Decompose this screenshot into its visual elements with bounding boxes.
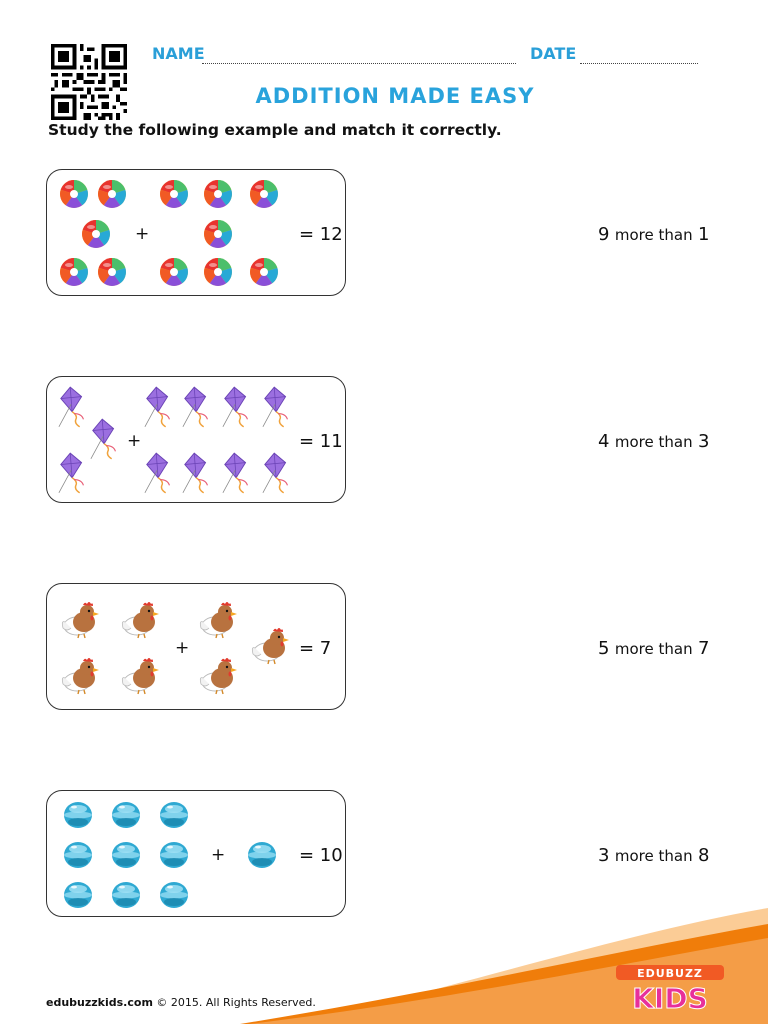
kite-icon bbox=[144, 452, 171, 494]
answer-number-a: 4 bbox=[598, 431, 610, 452]
answer-number-a: 3 bbox=[598, 845, 610, 866]
beach-ball-icon bbox=[250, 258, 278, 286]
beach-ball-icon bbox=[160, 258, 188, 286]
logo-top-text: EDUBUZZ bbox=[637, 967, 703, 980]
blue-gem-icon bbox=[64, 802, 92, 828]
problem-box-4: + = 10 bbox=[46, 790, 346, 917]
problem-box-1: + = 12 bbox=[46, 169, 346, 296]
kite-icon bbox=[182, 452, 209, 494]
hen-icon bbox=[199, 657, 238, 695]
beach-ball-icon bbox=[60, 180, 88, 208]
name-field[interactable] bbox=[202, 63, 516, 64]
blue-gem-icon bbox=[64, 842, 92, 868]
answer-number-a: 5 bbox=[598, 638, 610, 659]
kite-icon bbox=[58, 386, 85, 428]
hen-icon bbox=[61, 601, 100, 639]
plus-sign: + bbox=[175, 638, 190, 658]
answer-number-b: 3 bbox=[697, 431, 710, 452]
kite-icon bbox=[90, 418, 117, 460]
logo-bottom-text: KIDS bbox=[632, 982, 708, 1011]
sum-label: = 11 bbox=[299, 431, 343, 452]
hen-icon bbox=[251, 627, 290, 665]
kite-icon bbox=[144, 386, 171, 428]
name-label: NAME bbox=[152, 44, 205, 63]
beach-ball-icon bbox=[204, 258, 232, 286]
blue-gem-icon bbox=[160, 842, 188, 868]
footer-copyright: © 2015. All Rights Reserved. bbox=[156, 996, 316, 1009]
answer-number-a: 9 bbox=[598, 224, 610, 245]
blue-gem-icon bbox=[112, 802, 140, 828]
beach-ball-icon bbox=[204, 220, 232, 248]
qr-code bbox=[51, 44, 127, 120]
kite-icon bbox=[222, 452, 249, 494]
kite-icon bbox=[262, 452, 289, 494]
hen-icon bbox=[121, 657, 160, 695]
problem-box-3: + = 7 bbox=[46, 583, 346, 710]
answer-number-b: 7 bbox=[697, 638, 710, 659]
hen-icon bbox=[121, 601, 160, 639]
answer-text: more than bbox=[614, 847, 693, 865]
answer-option-2[interactable]: 4 more than 3 bbox=[598, 431, 709, 452]
plus-sign: + bbox=[127, 431, 142, 451]
problem-box-2: + = 11 bbox=[46, 376, 346, 503]
beach-ball-icon bbox=[160, 180, 188, 208]
beach-ball-icon bbox=[98, 258, 126, 286]
answer-option-4[interactable]: 3 more than 8 bbox=[598, 845, 709, 866]
date-label: DATE bbox=[530, 44, 577, 63]
kite-icon bbox=[222, 386, 249, 428]
beach-ball-icon bbox=[250, 180, 278, 208]
answer-number-b: 8 bbox=[697, 845, 710, 866]
answer-option-3[interactable]: 5 more than 7 bbox=[598, 638, 709, 659]
footer: edubuzzkids.com © 2015. All Rights Reser… bbox=[46, 996, 316, 1009]
blue-gem-icon bbox=[248, 842, 276, 868]
beach-ball-icon bbox=[82, 220, 110, 248]
blue-gem-icon bbox=[160, 802, 188, 828]
footer-wave bbox=[240, 908, 768, 1024]
answer-number-b: 1 bbox=[697, 224, 710, 245]
worksheet-title: ADDITION MADE EASY bbox=[255, 84, 535, 108]
kite-icon bbox=[262, 386, 289, 428]
beach-ball-icon bbox=[98, 180, 126, 208]
kite-icon bbox=[58, 452, 85, 494]
footer-site: edubuzzkids.com bbox=[46, 996, 153, 1009]
plus-sign: + bbox=[135, 224, 150, 244]
beach-ball-icon bbox=[60, 258, 88, 286]
hen-icon bbox=[61, 657, 100, 695]
plus-sign: + bbox=[211, 845, 226, 865]
instructions: Study the following example and match it… bbox=[48, 121, 502, 139]
hen-icon bbox=[199, 601, 238, 639]
answer-text: more than bbox=[614, 433, 693, 451]
blue-gem-icon bbox=[112, 842, 140, 868]
answer-option-1[interactable]: 9 more than 1 bbox=[598, 224, 709, 245]
date-field[interactable] bbox=[580, 63, 698, 64]
answer-text: more than bbox=[614, 640, 693, 658]
sum-label: = 7 bbox=[299, 638, 332, 659]
beach-ball-icon bbox=[204, 180, 232, 208]
kite-icon bbox=[182, 386, 209, 428]
edubuzz-kids-logo: EDUBUZZ KIDS bbox=[616, 965, 724, 1011]
answer-text: more than bbox=[614, 226, 693, 244]
sum-label: = 12 bbox=[299, 224, 343, 245]
sum-label: = 10 bbox=[299, 845, 343, 866]
